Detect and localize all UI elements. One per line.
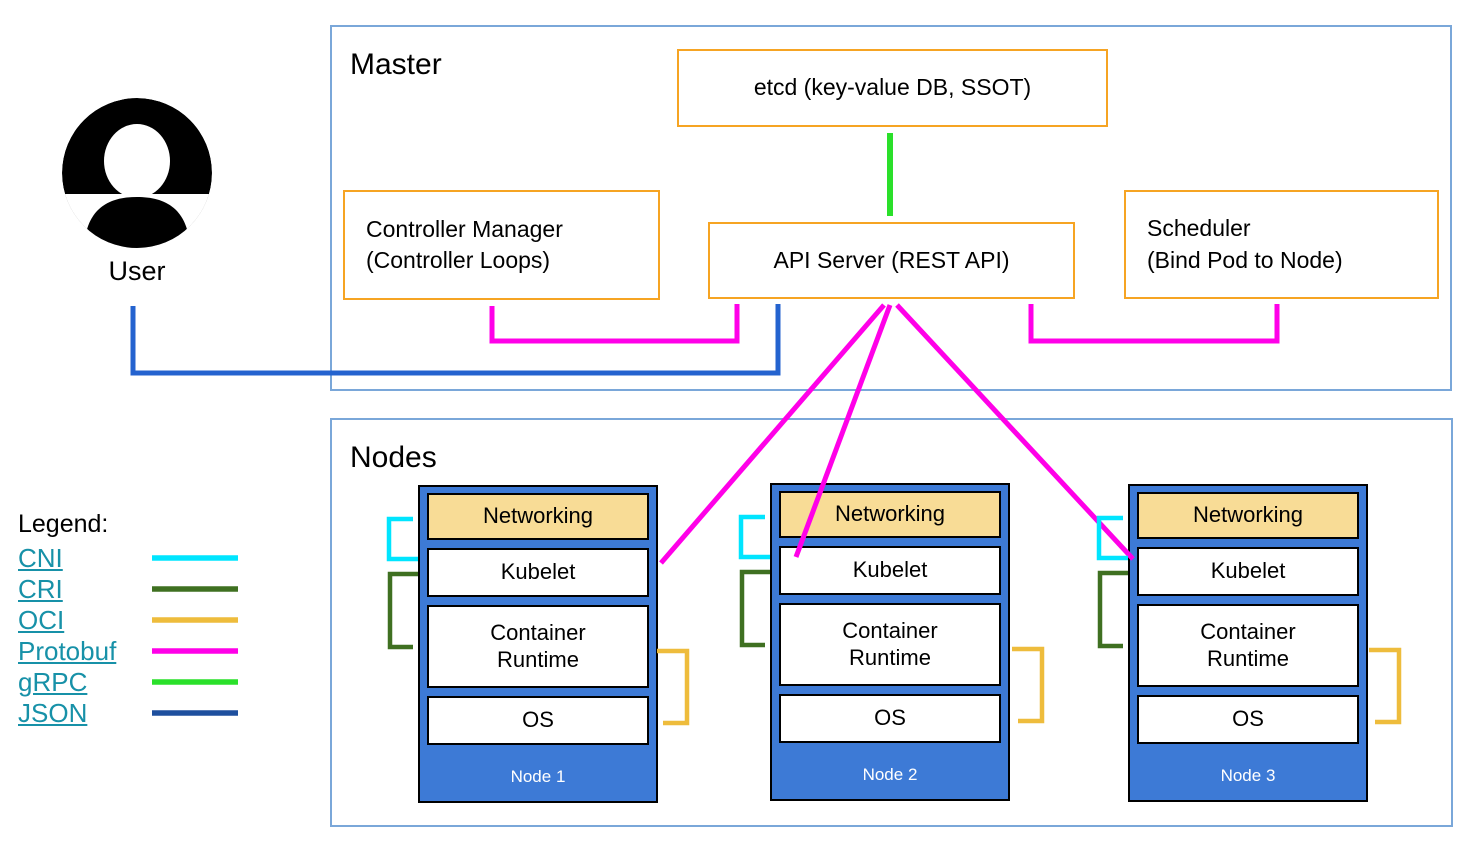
node-2-kubelet: Kubelet <box>779 546 1001 595</box>
legend-link-grpc[interactable]: gRPC <box>18 667 88 697</box>
node-3-container-runtime: Container Runtime <box>1137 604 1359 687</box>
node-1-container-runtime: Container Runtime <box>427 605 649 688</box>
user-avatar-icon <box>62 98 212 248</box>
node-1-networking: Networking <box>427 493 649 540</box>
scheduler-label: Scheduler (Bind Pod to Node) <box>1147 215 1343 273</box>
nodes-title: Nodes <box>350 441 437 474</box>
node-2-networking: Networking <box>779 491 1001 538</box>
legend-link-json[interactable]: JSON <box>18 698 88 728</box>
node-1: Networking Kubelet Container Runtime OS … <box>418 485 658 803</box>
etcd-label: etcd (key-value DB, SSOT) <box>753 74 1032 101</box>
legend: Legend: CNI CRI OCI Protobuf gRPC JSON <box>18 510 116 729</box>
legend-link-cni[interactable]: CNI <box>18 543 63 573</box>
node-3: Networking Kubelet Container Runtime OS … <box>1128 484 1368 802</box>
node-1-name: Node 1 <box>510 767 566 786</box>
legend-link-cri[interactable]: CRI <box>18 574 63 604</box>
node-1-os: OS <box>427 696 649 745</box>
api-server-label: API Server (REST API) <box>773 246 1010 273</box>
controller-manager-label: Controller Manager (Controller Loops) <box>366 215 563 273</box>
node-2-os: OS <box>779 694 1001 743</box>
master-title: Master <box>350 48 442 81</box>
controller-manager-box: Controller Manager (Controller Loops) <box>343 190 660 300</box>
legend-link-oci[interactable]: OCI <box>18 605 65 635</box>
etcd-box: etcd (key-value DB, SSOT) <box>677 49 1108 127</box>
api-server-box: API Server (REST API) <box>708 222 1075 299</box>
node-2-container-runtime: Container Runtime <box>779 603 1001 686</box>
node-3-os: OS <box>1137 695 1359 744</box>
node-1-kubelet: Kubelet <box>427 548 649 597</box>
legend-link-protobuf[interactable]: Protobuf <box>18 636 117 666</box>
node-3-kubelet: Kubelet <box>1137 547 1359 596</box>
node-3-networking: Networking <box>1137 492 1359 539</box>
node-3-name: Node 3 <box>1220 766 1276 785</box>
scheduler-box: Scheduler (Bind Pod to Node) <box>1124 190 1439 299</box>
node-2-name: Node 2 <box>862 765 918 784</box>
legend-title: Legend: <box>18 510 109 538</box>
node-2: Networking Kubelet Container Runtime OS … <box>770 483 1010 801</box>
user-label: User <box>108 256 166 286</box>
